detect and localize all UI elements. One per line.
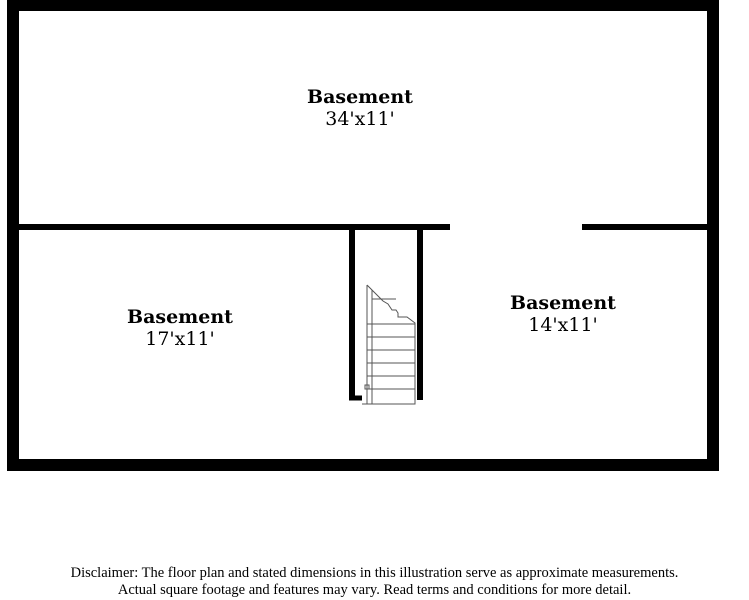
room-label-basement-top: Basement 34'x11' [260, 86, 460, 130]
room-label-basement-right: Basement 14'x11' [463, 292, 663, 336]
room-label-basement-left: Basement 17'x11' [80, 306, 280, 350]
room-name: Basement [127, 306, 233, 328]
floor-plan [7, 0, 719, 471]
room-dimensions: 17'x11' [145, 328, 215, 350]
disclaimer: Disclaimer: The floor plan and stated di… [0, 565, 749, 599]
room-dimensions: 14'x11' [528, 314, 598, 336]
disclaimer-line-1: Disclaimer: The floor plan and stated di… [70, 565, 679, 581]
room-name: Basement [307, 86, 413, 108]
outer-wall [7, 0, 719, 471]
disclaimer-line-2: Actual square footage and features may v… [117, 582, 632, 598]
room-dimensions: 34'x11' [325, 108, 395, 130]
room-name: Basement [510, 292, 616, 314]
staircase [362, 284, 416, 405]
